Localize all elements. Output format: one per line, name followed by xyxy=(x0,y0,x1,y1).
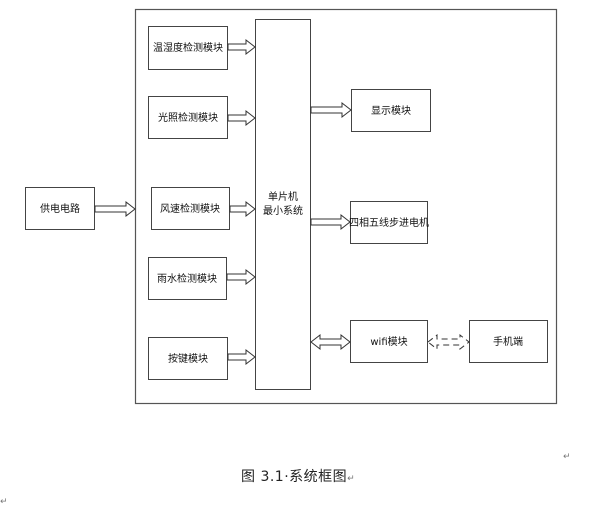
output-block-display: 显示模块 xyxy=(351,89,431,132)
system-boundary xyxy=(134,8,558,405)
arrow-wifi-phone-dashed xyxy=(427,333,470,351)
paragraph-mark: ↵ xyxy=(563,452,571,462)
arrow-wind-to-mcu xyxy=(229,200,256,218)
arrow-mcu-to-motor xyxy=(310,213,351,231)
arrow-mcu-wifi-bidirectional xyxy=(310,333,351,351)
arrow-keys-to-mcu xyxy=(227,348,256,366)
input-label: 风速检测模块 xyxy=(160,202,220,215)
power-label: 供电电路 xyxy=(40,202,80,215)
figure-caption: 图 3.1·系统框图↵ xyxy=(241,466,355,486)
input-block-light: 光照检测模块 xyxy=(148,96,228,139)
arrow-power-to-system xyxy=(94,200,136,218)
input-block-keys: 按键模块 xyxy=(148,337,228,380)
input-label: 温湿度检测模块 xyxy=(153,41,223,54)
arrow-temp-to-mcu xyxy=(227,38,256,56)
input-block-rain: 雨水检测模块 xyxy=(148,257,227,300)
paragraph-mark: ↵ xyxy=(347,474,356,484)
output-label: wifi模块 xyxy=(370,336,407,348)
arrow-light-to-mcu xyxy=(227,109,256,127)
remote-label: 手机端 xyxy=(493,335,523,348)
output-label: 显示模块 xyxy=(371,105,411,117)
input-label: 雨水检测模块 xyxy=(157,272,217,285)
output-label: 四相五线步进电机 xyxy=(349,216,429,229)
caption-text: 图 3.1·系统框图 xyxy=(241,469,348,485)
arrow-mcu-to-display xyxy=(310,101,352,119)
mcu-block: 单片机 最小系统 xyxy=(255,19,311,390)
input-block-temp-humidity: 温湿度检测模块 xyxy=(148,26,228,70)
input-label: 按键模块 xyxy=(168,352,208,365)
mcu-label-line1: 单片机 xyxy=(268,190,298,203)
input-block-wind: 风速检测模块 xyxy=(151,187,230,230)
power-block: 供电电路 xyxy=(25,187,95,230)
output-block-stepper-motor: 四相五线步进电机 xyxy=(349,201,429,244)
output-block-wifi: wifi模块 xyxy=(350,320,428,363)
arrow-rain-to-mcu xyxy=(226,268,256,286)
paragraph-mark: ↵ xyxy=(0,497,8,507)
remote-block-phone: 手机端 xyxy=(469,320,548,363)
mcu-label-line2: 最小系统 xyxy=(263,204,303,217)
input-label: 光照检测模块 xyxy=(158,111,218,124)
